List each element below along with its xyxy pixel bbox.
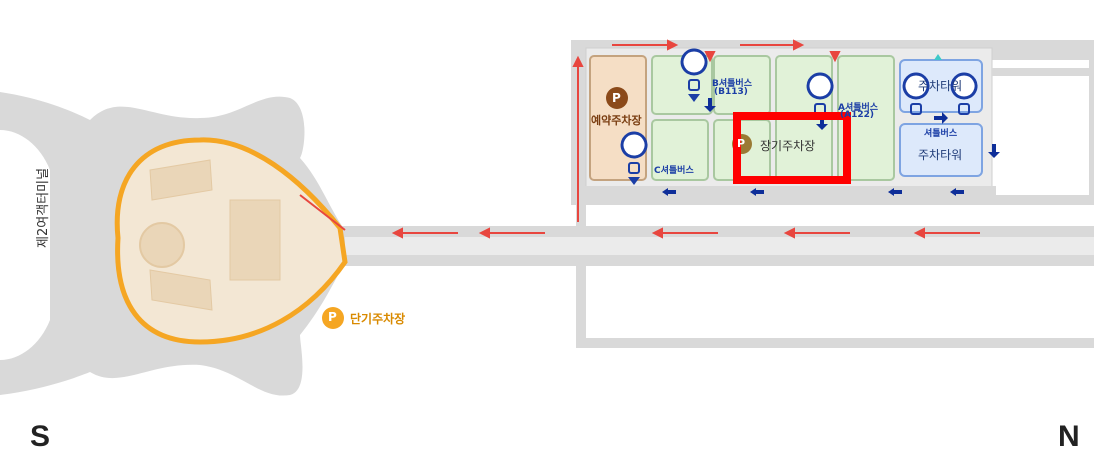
reserved-parking-badge xyxy=(606,87,628,109)
highlight-long-term-box[interactable] xyxy=(733,112,851,184)
parking-tower-top-label: 주차타워 xyxy=(918,79,963,93)
shuttle-a-label-line2: (A122) xyxy=(840,110,874,120)
shuttle-b-label-line1: B셔틀버스 xyxy=(712,79,752,89)
parking-lots xyxy=(589,55,983,181)
terminal-access-road xyxy=(340,226,1094,338)
compass-north: N xyxy=(1058,420,1080,453)
short-term-parking-badge-text: P xyxy=(328,310,337,324)
reserved-parking-badge-text: P xyxy=(612,91,621,105)
compass-south: S xyxy=(30,420,51,453)
long-term-parking-label: 장기주차장 xyxy=(760,139,816,153)
long-term-parking-badge-text: P xyxy=(737,137,746,150)
flow-arrows-blue xyxy=(662,98,1000,196)
shuttle-a-label-line1: A셔틀버스 xyxy=(838,103,879,113)
parking-tower-bottom-label: 주차타워 xyxy=(918,148,963,162)
short-term-parking-label: 단기주차장 xyxy=(350,312,406,326)
shuttle-c-label: C셔틀버스 xyxy=(654,166,694,176)
shuttle-b-label-line2: (B113) xyxy=(714,87,748,97)
shuttle-tower-label: 셔틀버스 xyxy=(924,129,958,139)
terminal-label: 제2여객터미널 xyxy=(36,167,51,248)
flow-arrows-red xyxy=(391,39,980,239)
terminal-building xyxy=(0,92,348,396)
shuttle-bus-markers xyxy=(620,48,978,185)
shuttle-tower-right-icon xyxy=(950,72,978,115)
shuttle-tower-left-icon xyxy=(902,72,930,115)
shuttle-c-marker-icon xyxy=(620,131,648,185)
reserved-parking-label: 예약주차장 xyxy=(591,114,642,127)
parking-tower-bottom[interactable] xyxy=(899,123,983,177)
shuttle-b-marker-icon xyxy=(680,48,708,102)
short-term-parking-badge xyxy=(322,307,344,329)
tower-entry-marker xyxy=(934,54,942,60)
